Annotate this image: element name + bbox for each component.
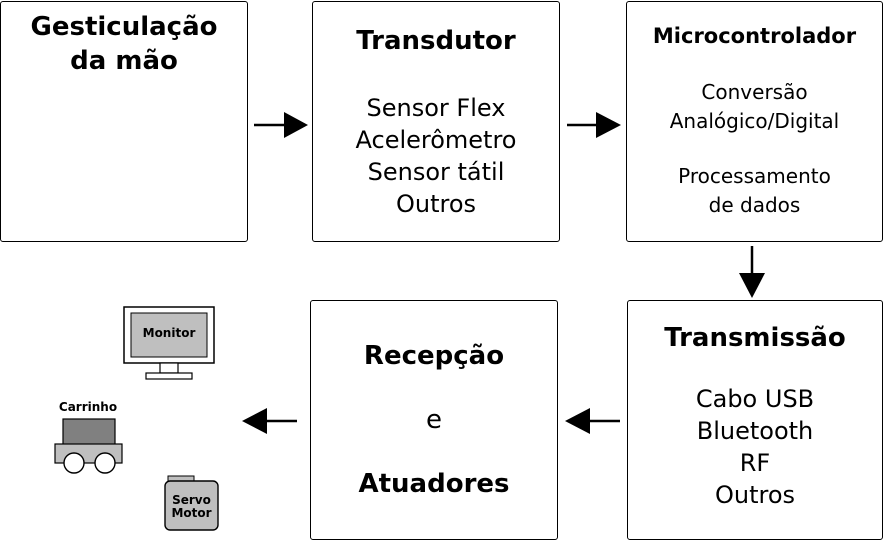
microcontroller-title: Microcontrolador — [652, 24, 857, 48]
gesture-title-line2: da mão — [70, 46, 178, 76]
transducer-item-sensor-flex: Sensor Flex — [366, 94, 506, 122]
arrow-microcontroller-to-transmission — [739, 246, 765, 298]
gesture-box: Gesticulação da mão — [0, 1, 248, 242]
reception-connector: e — [426, 405, 442, 435]
transducer-item-tactile-sensor: Sensor tátil — [367, 158, 505, 186]
arrow-gesture-to-transducer — [254, 112, 308, 138]
arrow-transmission-to-reception — [565, 408, 620, 434]
servo-label-line1: Servo — [172, 493, 211, 507]
microcontroller-box: Microcontrolador Conversão Analógico/Dig… — [626, 1, 883, 242]
transmission-item-bluetooth: Bluetooth — [696, 417, 814, 445]
transducer-title: Transdutor — [356, 26, 516, 56]
car-icon — [54, 418, 123, 474]
car-label: Carrinho — [58, 400, 118, 414]
servo-label-line2: Motor — [171, 506, 212, 520]
gesture-title-line1: Gesticulação — [30, 12, 218, 42]
transmission-item-rf: RF — [739, 449, 771, 477]
microcontroller-line-analog-digital: Analógico/Digital — [669, 109, 840, 133]
arrow-reception-to-outputs — [242, 408, 297, 434]
microcontroller-line-processing: Processamento — [678, 164, 831, 188]
transducer-box: Transdutor Sensor Flex Acelerômetro Sens… — [312, 1, 560, 242]
microcontroller-line-conversion: Conversão — [701, 80, 808, 104]
monitor-icon — [123, 306, 215, 380]
reception-box: Recepção e Atuadores — [310, 300, 558, 540]
transmission-item-usb-cable: Cabo USB — [695, 385, 815, 413]
microcontroller-line-data: de dados — [708, 193, 801, 217]
reception-title: Recepção — [363, 341, 505, 371]
arrow-transducer-to-microcontroller — [567, 112, 621, 138]
transmission-title: Transmissão — [664, 323, 846, 353]
transducer-item-accelerometer: Acelerômetro — [355, 126, 517, 154]
reception-subtitle: Atuadores — [358, 469, 510, 499]
transmission-item-others: Outros — [714, 481, 796, 509]
servo-motor-icon — [164, 475, 219, 531]
transmission-box: Transmissão Cabo USB Bluetooth RF Outros — [627, 300, 883, 540]
transducer-item-others: Outros — [395, 190, 477, 218]
monitor-label: Monitor — [142, 326, 196, 340]
